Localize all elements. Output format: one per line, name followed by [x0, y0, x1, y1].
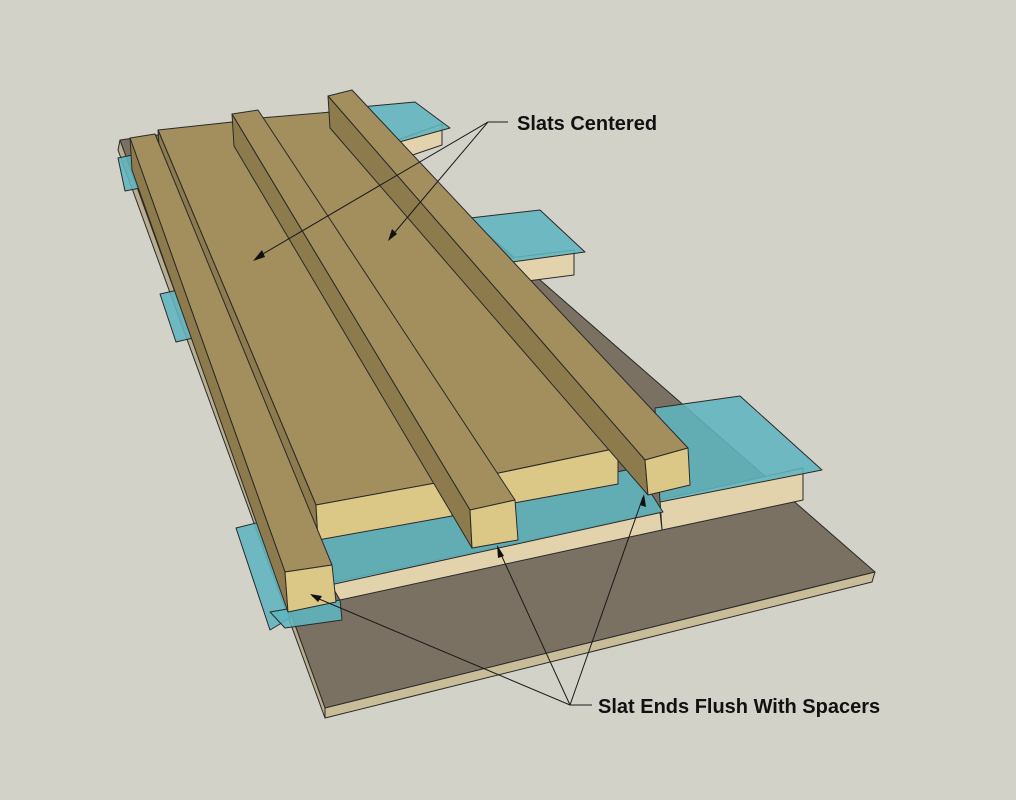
slat-narrow-center-end: [469, 499, 519, 549]
leader-slats-centered-2: [389, 121, 489, 239]
label-slats-centered: Slats Centered: [517, 113, 657, 135]
slat-narrow-right-end: [644, 447, 691, 496]
arrowhead-3: [310, 594, 322, 602]
label-slat-ends-flush: Slat Ends Flush With Spacers: [598, 696, 880, 718]
leader-flush-2: [497, 547, 571, 706]
spacer-front: [117, 154, 823, 631]
arrowhead-4: [497, 545, 504, 558]
slat-narrow-center: [231, 109, 519, 549]
arrowhead-2: [388, 229, 397, 241]
slat-narrow-right: [327, 89, 691, 496]
slat-narrow-left: [129, 133, 337, 613]
leader-flush-3: [569, 496, 644, 706]
leader-lines: [253, 121, 646, 706]
arrowhead-1: [253, 250, 265, 261]
arrowhead-5: [640, 494, 646, 507]
